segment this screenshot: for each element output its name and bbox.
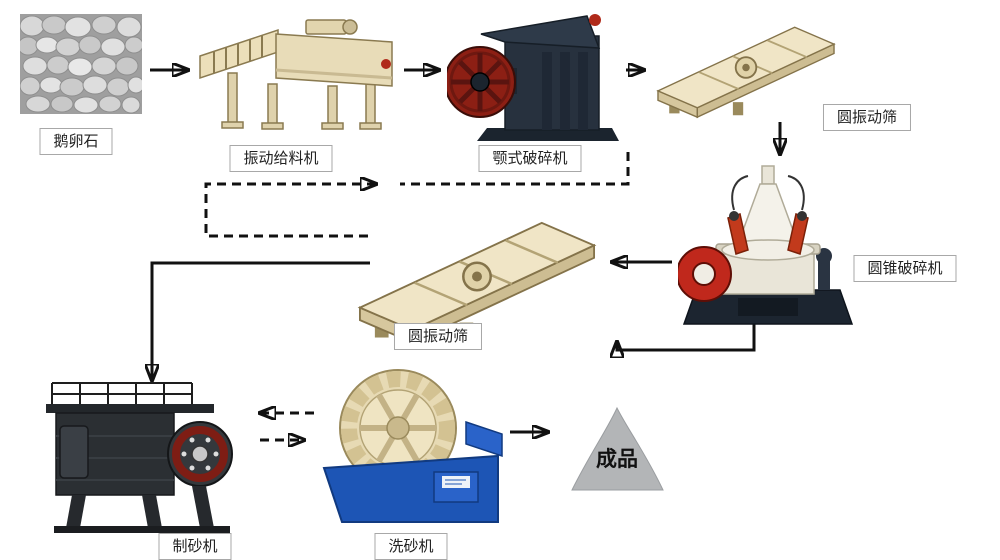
product-label: 成品 (596, 447, 638, 471)
cone-crusher-drawing (676, 165, 854, 325)
jaw-crusher-illustration (444, 8, 622, 143)
sand-maker-drawing (46, 382, 233, 533)
screen-top-drawing (656, 26, 836, 119)
label-jaw-crusher: 颚式破碎机 (478, 145, 582, 172)
vibrating-feeder-illustration (198, 18, 398, 133)
circular-vibrating-screen-mid-illustration (352, 208, 602, 345)
jaw-crusher-drawing (444, 14, 619, 141)
cone-crusher-illustration (676, 158, 858, 338)
sand-washer-illustration (316, 364, 506, 534)
label-screen-top: 圆振动筛 (822, 104, 912, 131)
sand-washer-drawing (322, 369, 503, 523)
arrow-mid-screen-to-sand-maker (152, 261, 370, 380)
label-pebbles: 鹅卵石 (39, 128, 113, 155)
product-pile-drawing: 成品 (571, 406, 664, 491)
label-screen-mid: 圆振动筛 (393, 323, 483, 350)
label-feeder: 振动给料机 (229, 145, 333, 172)
pebbles-photo (17, 14, 145, 114)
dashed-return-from-mid-screen (204, 184, 376, 238)
sand-maker-illustration (42, 378, 242, 533)
label-sand-maker: 制砂机 (158, 533, 232, 560)
screen-mid-drawing (357, 221, 597, 344)
vibrating-feeder-drawing (199, 19, 393, 130)
pebbles-image (17, 14, 145, 114)
circular-vibrating-screen-top-illustration (652, 16, 840, 119)
finished-product-pile: 成品 (560, 402, 675, 494)
label-sand-washer: 洗砂机 (374, 533, 448, 560)
label-cone-crusher: 圆锥破碎机 (853, 255, 957, 282)
